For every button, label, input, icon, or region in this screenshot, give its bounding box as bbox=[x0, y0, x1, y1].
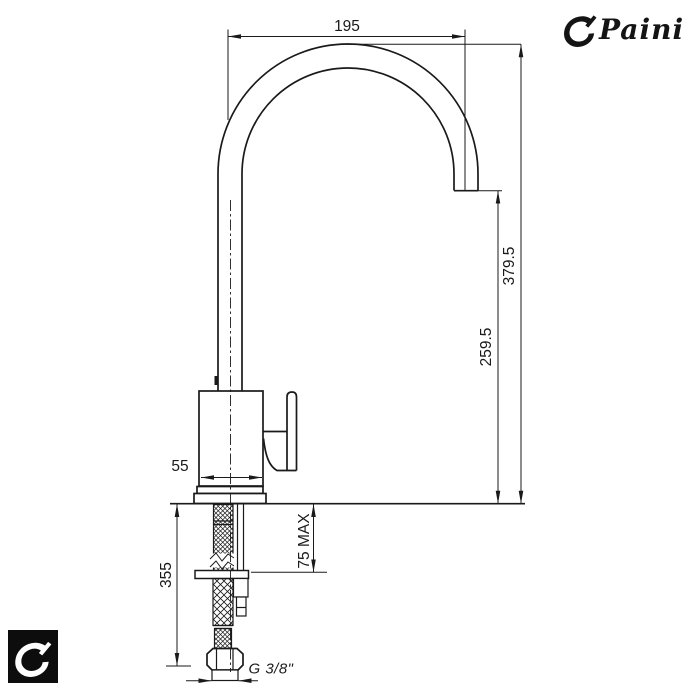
braided-hose bbox=[212, 577, 234, 627]
stud-nut bbox=[232, 577, 249, 598]
dim-counter-thickness bbox=[251, 504, 327, 573]
hose-length-label: 355 bbox=[158, 562, 175, 588]
dim-spout-reach bbox=[227, 29, 466, 190]
dimension-lines bbox=[166, 29, 524, 683]
dim-overall-height bbox=[346, 43, 524, 504]
thread-size-label: G 3/8" bbox=[248, 660, 294, 678]
dim-hose-length bbox=[166, 504, 191, 667]
stud-end bbox=[235, 596, 247, 617]
outlet-height-label: 259.5 bbox=[478, 327, 495, 367]
body-outline bbox=[193, 390, 267, 505]
break-symbol bbox=[209, 552, 235, 570]
hose-ferrule bbox=[213, 627, 233, 650]
dim-outlet-height bbox=[478, 190, 502, 504]
corner-logo bbox=[8, 630, 58, 683]
body-diameter-label: 55 bbox=[171, 458, 189, 475]
spout-outline bbox=[214, 43, 479, 391]
hex-nut bbox=[206, 647, 244, 671]
mounting-washer bbox=[194, 569, 250, 580]
paini-apple-icon bbox=[564, 15, 597, 47]
brand-name: Paini bbox=[599, 13, 685, 46]
thread-collar bbox=[211, 669, 239, 682]
overall-height-label: 379.5 bbox=[501, 246, 518, 286]
supply-hose-assembly bbox=[194, 503, 250, 682]
counter-thickness-label: 75 MAX bbox=[296, 513, 313, 569]
paini-apple-icon-white bbox=[15, 641, 52, 677]
spout-reach-label: 195 bbox=[334, 18, 360, 35]
fixing-stud bbox=[236, 504, 245, 571]
handle-outline bbox=[262, 391, 298, 472]
spout-clip-detail bbox=[214, 376, 219, 385]
brand-logo: Paini bbox=[563, 12, 684, 48]
